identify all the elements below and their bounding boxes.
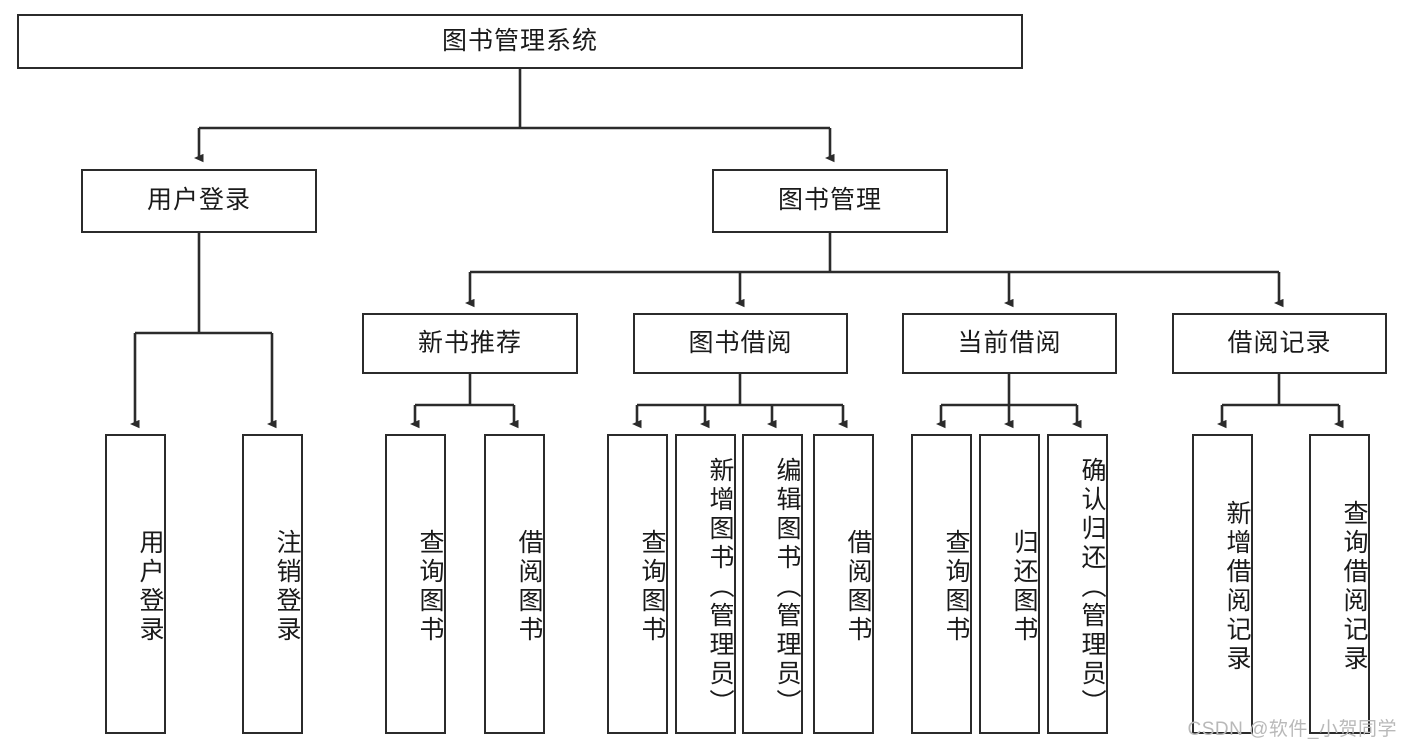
node-label: 图书管理 xyxy=(777,186,882,215)
node-label: 用户登录 xyxy=(136,529,164,645)
leaf-borrow-book[interactable]: 借阅图书 xyxy=(813,434,874,734)
node-label: 图书管理系统 xyxy=(441,26,598,55)
leaf-query-book-borrow[interactable]: 查询图书 xyxy=(607,434,668,734)
edge-currentborrow-to-leaves xyxy=(936,374,1082,429)
node-label: 查询图书 xyxy=(942,529,970,645)
edge-root-to-level2 xyxy=(194,69,835,163)
leaf-edit-book[interactable]: 编辑图书（管理员） xyxy=(742,434,803,734)
leaf-return-book[interactable]: 归还图书 xyxy=(979,434,1040,734)
leaf-add-borrow-record[interactable]: 新增借阅记录 xyxy=(1192,434,1253,734)
leaf-query-borrow-record[interactable]: 查询借阅记录 xyxy=(1309,434,1370,734)
leaf-borrow-book-recommend[interactable]: 借阅图书 xyxy=(484,434,545,734)
csdn-watermark: CSDN @软件_小贺同学 xyxy=(1187,719,1397,740)
node-label: 查询图书 xyxy=(416,529,444,645)
node-label: 借阅图书 xyxy=(515,529,543,645)
node-label: 查询图书 xyxy=(638,529,666,645)
node-book-borrow[interactable]: 图书借阅 xyxy=(633,313,848,374)
node-label: 编辑图书（管理员） xyxy=(773,456,801,718)
node-label: 图书借阅 xyxy=(688,328,793,357)
node-label: 新增图书（管理员） xyxy=(706,456,734,718)
leaf-logout-login[interactable]: 注销登录 xyxy=(242,434,303,734)
leaf-query-book-recommend[interactable]: 查询图书 xyxy=(385,434,446,734)
node-root-book-management-system[interactable]: 图书管理系统 xyxy=(17,14,1023,69)
node-borrow-record[interactable]: 借阅记录 xyxy=(1172,313,1387,374)
node-label: 新书推荐 xyxy=(417,328,522,357)
edge-bookborrow-to-leaves xyxy=(632,374,848,429)
node-label: 借阅记录 xyxy=(1227,328,1332,357)
node-label: 新增借阅记录 xyxy=(1223,500,1251,674)
edge-userlogin-to-leaves xyxy=(130,233,277,429)
edge-borrowrecord-to-leaves xyxy=(1217,374,1344,429)
node-label: 归还图书 xyxy=(1010,529,1038,645)
node-label: 注销登录 xyxy=(273,529,301,645)
node-current-borrow[interactable]: 当前借阅 xyxy=(902,313,1117,374)
edge-newbook-to-leaves xyxy=(410,374,519,429)
node-label: 当前借阅 xyxy=(957,328,1062,357)
node-book-manage[interactable]: 图书管理 xyxy=(712,169,948,233)
leaf-confirm-return[interactable]: 确认归还（管理员） xyxy=(1047,434,1108,734)
node-label: 确认归还（管理员） xyxy=(1078,456,1106,718)
edge-bookmanage-to-level3 xyxy=(465,233,1284,308)
node-label: 借阅图书 xyxy=(844,529,872,645)
leaf-query-book-current[interactable]: 查询图书 xyxy=(911,434,972,734)
node-user-login[interactable]: 用户登录 xyxy=(81,169,317,233)
node-label: 查询借阅记录 xyxy=(1340,500,1368,674)
node-new-book-recommend[interactable]: 新书推荐 xyxy=(362,313,578,374)
leaf-user-login[interactable]: 用户登录 xyxy=(105,434,166,734)
node-label: 用户登录 xyxy=(146,186,251,215)
leaf-add-book[interactable]: 新增图书（管理员） xyxy=(675,434,736,734)
